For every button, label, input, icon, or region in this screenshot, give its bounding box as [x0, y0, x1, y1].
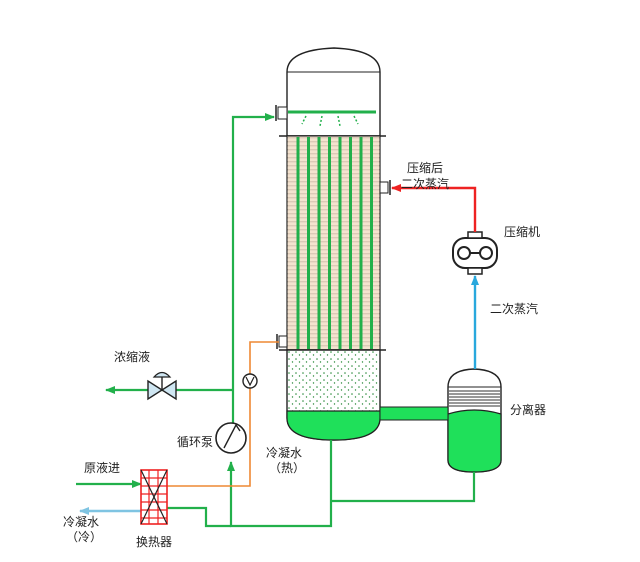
label-condensate-cold-2: （冷）: [66, 530, 102, 544]
evaporator-bottom-return-line: [227, 440, 333, 528]
compressed-vapor-line: [391, 184, 477, 232]
heat-exchanger-icon: [140, 469, 168, 525]
label-compressor: 压缩机: [504, 224, 540, 239]
label-compressed-vapor-1: 压缩后: [407, 160, 443, 175]
separator-return-line: [331, 472, 476, 503]
label-separator: 分离器: [510, 402, 546, 417]
label-condensate-hot-1: 冷凝水: [266, 445, 302, 460]
evaporator-separator-duct: [379, 406, 449, 421]
compressor-icon: [452, 231, 498, 275]
label-condensate-hot-2: （热）: [269, 461, 305, 475]
vapor-inlet-nozzle: [379, 181, 389, 194]
valve-icon: [147, 371, 177, 401]
heat-exchange-tubes: [296, 137, 373, 349]
evaporator-column: [275, 47, 391, 441]
label-concentrate: 浓缩液: [114, 349, 150, 364]
top-feed-nozzle: [277, 106, 288, 120]
bottom-liquid: [286, 410, 381, 441]
flow-meter-icon: [242, 373, 258, 389]
feed-to-pump-line: [167, 506, 231, 528]
label-feed-in: 原液进: [84, 460, 120, 475]
circulation-pump-icon: [215, 422, 247, 454]
label-condensate-cold-1: 冷凝水: [63, 514, 99, 529]
evaporator-top-dome: [286, 47, 381, 137]
separator-vessel: [447, 368, 502, 473]
label-compressed-vapor-2: 二次蒸汽: [401, 176, 449, 191]
hot-condensate-line: [167, 341, 279, 487]
label-heat-exchanger: 换热器: [136, 535, 172, 549]
spray-distributor: [288, 110, 376, 127]
side-outlet-nozzle: [278, 335, 288, 348]
separator-liquid: [447, 409, 502, 473]
label-circulation-pump: 循环泵: [177, 435, 213, 449]
label-secondary-vapor: 二次蒸汽: [490, 301, 538, 316]
demister-pad: [449, 390, 500, 407]
circulation-riser-line: [231, 113, 275, 440]
